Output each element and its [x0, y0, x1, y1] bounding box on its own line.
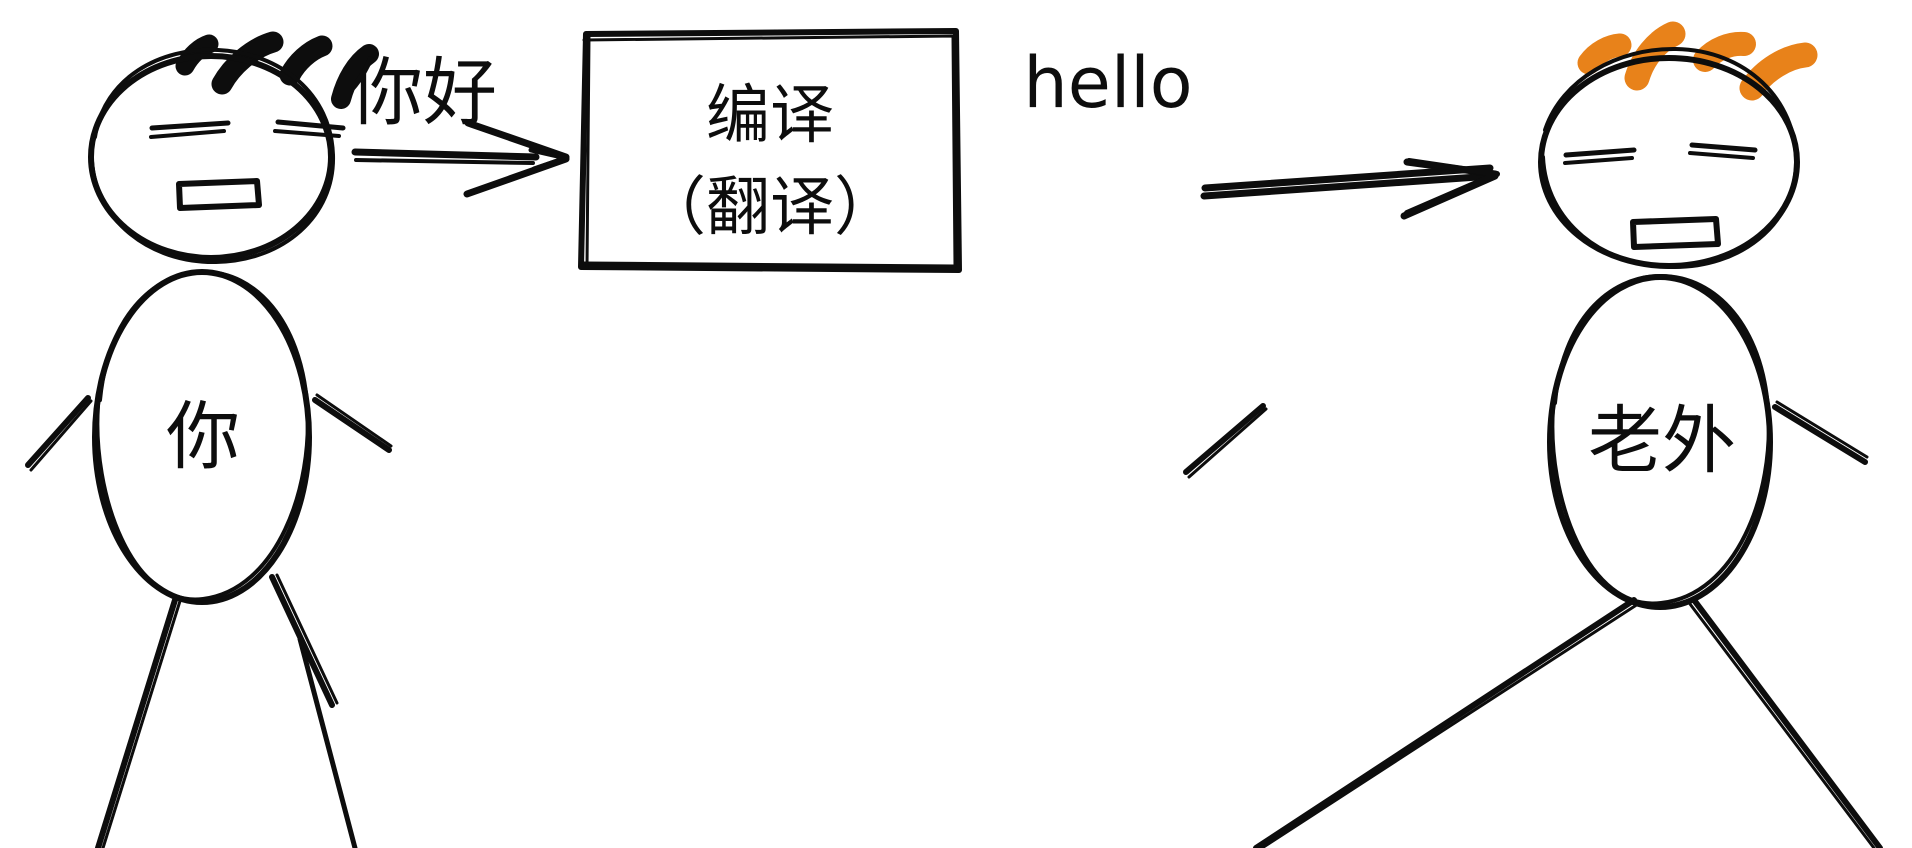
left-person-legs	[95, 573, 358, 848]
left-person-arms	[25, 393, 393, 472]
right-person: 老外	[1183, 21, 1883, 848]
right-arrow-group: hello	[1023, 42, 1500, 220]
left-person: 你	[25, 31, 393, 848]
right-arrow-icon	[1200, 158, 1500, 220]
left-person-body	[92, 269, 312, 605]
right-person-eyes	[1563, 142, 1758, 165]
right-person-body	[1547, 274, 1773, 610]
right-person-head	[1538, 46, 1800, 270]
process-box-line-1: 编译	[706, 79, 834, 153]
left-person-head	[88, 47, 336, 265]
right-person-body-label: 老外	[1588, 398, 1736, 484]
right-arrow-label: hello	[1023, 42, 1192, 124]
left-arrow-group: 你好	[349, 50, 570, 198]
process-box: 编译 （翻译）	[578, 28, 962, 273]
left-person-mouth	[176, 178, 262, 211]
right-person-arms	[1183, 400, 1869, 479]
left-person-eyes	[149, 119, 346, 139]
right-person-legs	[1253, 597, 1883, 848]
left-person-body-label: 你	[166, 394, 240, 480]
right-person-mouth	[1630, 216, 1721, 250]
process-box-line-2: （翻译）	[642, 171, 898, 245]
left-arrow-icon	[351, 119, 570, 198]
